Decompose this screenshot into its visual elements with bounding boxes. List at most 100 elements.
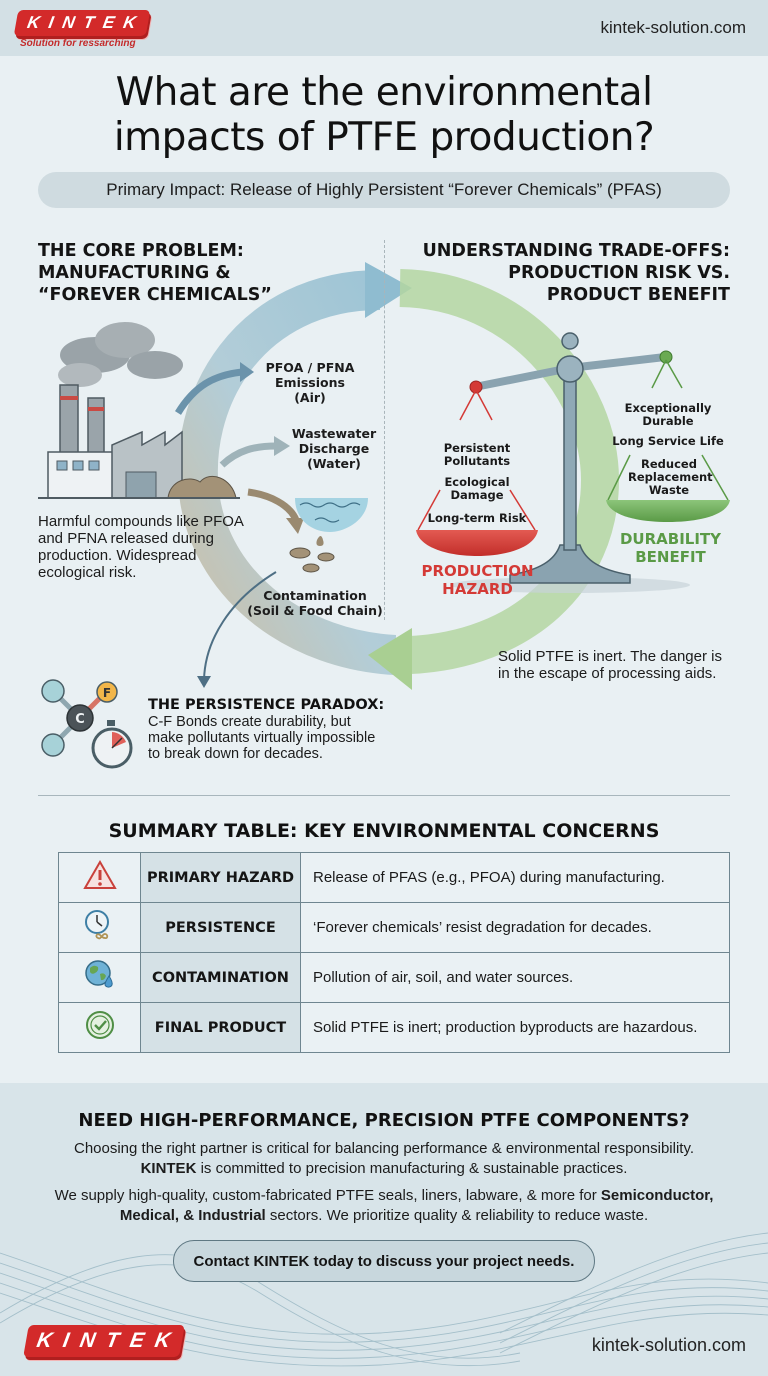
text-span: We supply high-quality, custom-fabricate… [54, 1187, 601, 1204]
text-span: is committed to precision manufacturing … [196, 1160, 628, 1177]
title-line: HAZARD [442, 580, 513, 598]
title-line: DURABILITY [619, 530, 722, 548]
trade-offs-heading: UNDERSTANDING TRADE-OFFS: PRODUCTION RIS… [423, 240, 730, 306]
table-row: PRIMARY HAZARD Release of PFAS (e.g., PF… [58, 852, 730, 903]
benefit-item: Long Service Life [612, 434, 724, 448]
text-line: in the escape of processing aids. [498, 665, 717, 682]
kintek-logo[interactable]: KINTEK [13, 10, 151, 36]
label-line: (Air) [294, 390, 326, 405]
label-line: Discharge [298, 441, 370, 456]
durability-benefit-label: DURABILITY BENEFIT [608, 530, 733, 566]
text-line: make pollutants virtually impossible [148, 730, 376, 746]
benefit-item: Exceptionally Durable [624, 401, 712, 428]
website-link-bottom[interactable]: kintek-solution.com [591, 1335, 746, 1355]
checkmark-circle-icon [85, 1011, 114, 1039]
heading-line: “FOREVER CHEMICALS” [38, 285, 272, 305]
description-cell: Solid PTFE is inert; production byproduc… [300, 1002, 730, 1053]
text-line: production. Widespread [38, 547, 197, 564]
section-divider [384, 240, 385, 620]
inert-note: Solid PTFE is inert. The danger is in th… [498, 648, 748, 682]
title-line-1: What are the environmental [115, 70, 653, 115]
text-line: Solid PTFE is inert. The danger is [498, 648, 722, 665]
emissions-label: PFOA / PFNA Emissions (Air) [250, 360, 370, 405]
label-line: Wastewater [291, 426, 377, 441]
website-link-top[interactable]: kintek-solution.com [600, 18, 746, 37]
svg-text:F: F [103, 686, 111, 700]
soil-icon [289, 536, 335, 573]
svg-text:C: C [75, 712, 85, 727]
factory-icon [38, 322, 240, 499]
text-line: and PFNA released during [38, 530, 214, 547]
globe-droplet-icon [84, 960, 113, 988]
water-icon [295, 498, 368, 532]
production-hazard-label: PRODUCTION HAZARD [410, 562, 545, 598]
title-line-2: impacts of PTFE production? [113, 115, 655, 160]
icon-cell [58, 902, 141, 953]
heading-line: THE CORE PROBLEM: [38, 241, 244, 261]
text-span: sectors. We prioritize quality & reliabi… [265, 1207, 649, 1224]
kintek-logo-footer[interactable]: KINTEK [23, 1325, 185, 1357]
water-arrow-icon [219, 442, 277, 468]
core-problem-heading: THE CORE PROBLEM: MANUFACTURING & “FOREV… [38, 240, 272, 306]
icon-cell [58, 952, 141, 1003]
sector-names: Medical, & Industrial [119, 1207, 266, 1224]
page-title: What are the environmental impacts of PT… [0, 70, 768, 160]
title-line: BENEFIT [635, 548, 706, 566]
text-line: ecological risk. [38, 564, 137, 581]
description-cell: Release of PFAS (e.g., PFOA) during manu… [300, 852, 730, 903]
table-row: FINAL PRODUCT Solid PTFE is inert; produ… [58, 1002, 730, 1053]
persistence-paradox-title: THE PERSISTENCE PARADOX: [148, 697, 385, 713]
logo-tagline: Solution for ressarching [20, 38, 136, 49]
text-line: KINTEK is committed to precision manufac… [20, 1159, 748, 1179]
cta-paragraph-1: Choosing the right partner is critical f… [20, 1139, 748, 1179]
table-row: PERSISTENCE ‘Forever chemicals’ resist d… [58, 902, 730, 953]
category-cell: PRIMARY HAZARD [140, 852, 301, 903]
heading-line: MANUFACTURING & [38, 263, 231, 283]
text-line: We supply high-quality, custom-fabricate… [20, 1186, 748, 1206]
summary-table: PRIMARY HAZARD Release of PFAS (e.g., PF… [58, 852, 730, 1053]
category-cell: FINAL PRODUCT [140, 1002, 301, 1053]
cta-paragraph-2: We supply high-quality, custom-fabricate… [20, 1186, 748, 1226]
category-cell: CONTAMINATION [140, 952, 301, 1003]
heading-line: PRODUCT BENEFIT [546, 285, 730, 305]
summary-table-title: SUMMARY TABLE: KEY ENVIRONMENTAL CONCERN… [108, 820, 660, 842]
label-line: (Water) [307, 456, 361, 471]
section-divider [38, 795, 730, 796]
clock-infinity-icon [84, 910, 109, 940]
icon-cell [58, 852, 141, 903]
description-cell: ‘Forever chemicals’ resist degradation f… [300, 902, 730, 953]
core-problem-description: Harmful compounds like PFOA and PFNA rel… [38, 513, 268, 581]
molecule-icon: C F [41, 679, 118, 757]
sector-names: Semiconductor, [600, 1187, 714, 1204]
table-row: CONTAMINATION Pollution of air, soil, an… [58, 952, 730, 1003]
label-line: Contamination [263, 588, 367, 603]
label-line: (Soil & Food Chain) [247, 603, 383, 618]
text-line: C-F Bonds create durability, but [148, 714, 351, 730]
cta-title: NEED HIGH-PERFORMANCE, PRECISION PTFE CO… [78, 1110, 690, 1131]
persistence-paradox-body: C-F Bonds create durability, but make po… [148, 714, 418, 762]
contamination-label: Contamination (Soil & Food Chain) [245, 588, 385, 618]
text-line: Choosing the right partner is critical f… [73, 1140, 695, 1157]
title-line: PRODUCTION [421, 562, 534, 580]
heading-line: PRODUCTION RISK VS. [508, 263, 730, 283]
label-line: Emissions [275, 375, 345, 390]
logo-text: KINTEK [34, 1329, 184, 1352]
stopwatch-icon [91, 720, 133, 769]
description-cell: Pollution of air, soil, and water source… [300, 952, 730, 1003]
text-line: to break down for decades. [148, 746, 323, 762]
warning-icon [82, 859, 117, 889]
hazard-item: Ecological Damage [444, 475, 510, 502]
text-line: Medical, & Industrial sectors. We priori… [20, 1206, 748, 1226]
heading-line: UNDERSTANDING TRADE-OFFS: [422, 241, 730, 261]
hazard-item: Persistent Pollutants [443, 441, 511, 468]
wastewater-label: Wastewater Discharge (Water) [284, 426, 384, 471]
benefit-item: Reduced Replacement Waste [628, 457, 713, 497]
label-line: PFOA / PFNA [265, 360, 355, 375]
hazard-item: Long-term Risk [427, 511, 527, 525]
text-line: Harmful compounds like PFOA [38, 513, 244, 530]
hazard-pan-icon [416, 389, 538, 556]
air-arrow-icon [175, 368, 243, 415]
contact-kintek-button[interactable]: Contact KINTEK today to discuss your pro… [173, 1240, 595, 1282]
logo-text: KINTEK [25, 13, 147, 32]
primary-impact-banner: Primary Impact: Release of Highly Persis… [38, 172, 730, 208]
